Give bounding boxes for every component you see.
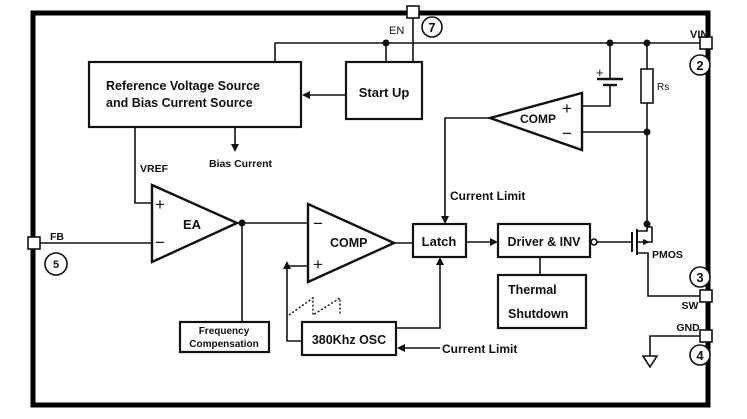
- pmos-label: PMOS: [652, 249, 683, 261]
- pin-vin-number: 2: [696, 58, 703, 73]
- pin-sw-label: SW: [682, 300, 699, 312]
- latch-block: [411, 222, 468, 259]
- osc-ramp-wire: [286, 266, 302, 342]
- ground-symbol-icon: [641, 355, 659, 369]
- ea-plus-sign: +: [155, 195, 165, 214]
- inverter-bubble: [590, 238, 598, 246]
- oscillator-block: [300, 320, 398, 357]
- vref-wire: [134, 127, 152, 204]
- pin-sw-pad[interactable]: [699, 289, 713, 303]
- frequency-compensation-block: [178, 320, 271, 354]
- pin-gnd-label: GND: [676, 322, 700, 334]
- arrow-head: [441, 216, 449, 224]
- pwm-comp-label: COMP: [330, 236, 368, 250]
- pin-fb-number: 5: [53, 259, 59, 271]
- reference-voltage-block: [87, 60, 303, 129]
- freq-comp-line2: Compensation: [189, 339, 258, 350]
- driver-inverter-block: [496, 222, 592, 259]
- pin-fb-number-circle: [44, 252, 68, 276]
- driver-label: Driver & INV: [508, 235, 582, 249]
- arrow-head: [436, 257, 444, 265]
- pin-fb-label: FB: [50, 231, 64, 243]
- current-comp-label: COMP: [520, 112, 556, 126]
- latch-current-limit-label: Current Limit: [450, 189, 525, 203]
- current-comp-minus-sign: −: [562, 124, 572, 143]
- pin-en-label: EN: [389, 25, 404, 37]
- vin-rail: [274, 42, 700, 62]
- pin-en-number-circle: [421, 16, 443, 38]
- freq-comp-line1: Frequency: [199, 326, 250, 337]
- rs-label: Rs: [657, 82, 669, 93]
- pin-gnd-number: 4: [696, 348, 704, 363]
- osc-current-limit-label: Current Limit: [442, 342, 517, 356]
- pin-fb-pad[interactable]: [27, 236, 41, 250]
- startup-label: Start Up: [359, 85, 410, 100]
- pin-vin-label: VIN: [690, 29, 708, 41]
- chip-boundary: [30, 10, 711, 408]
- reference-block-line2: and Bias Current Source: [106, 96, 253, 110]
- error-amplifier: [150, 183, 240, 264]
- osc-to-latch-wire: [396, 262, 441, 329]
- ea-minus-sign: −: [155, 233, 165, 252]
- arrow-head: [490, 238, 498, 246]
- pwm-comparator: [306, 202, 397, 284]
- pin-en-number: 7: [428, 20, 435, 35]
- current-limit-wire: [444, 117, 490, 219]
- battery-plus-sign: +: [596, 65, 604, 80]
- pin-sw-number-circle: [689, 266, 711, 288]
- battery-to-comp-wire: [582, 85, 611, 107]
- thermal-line2: Shutdown: [508, 307, 568, 321]
- oscillator-label: 380Khz OSC: [312, 333, 386, 347]
- current-limit-comparator: [485, 91, 584, 152]
- vref-label: VREF: [140, 163, 169, 175]
- thermal-line1: Thermal: [508, 283, 557, 297]
- startup-block: [344, 60, 424, 121]
- current-comp-plus-sign: +: [562, 99, 572, 118]
- gnd-wire: [649, 335, 700, 356]
- sense-resistor: [640, 68, 654, 104]
- thermal-shutdown-block: [496, 273, 588, 330]
- pin-vin-number-circle: [689, 54, 711, 76]
- reference-block-line1: Reference Voltage Source: [106, 79, 260, 93]
- sawtooth-waveform-icon: [288, 296, 341, 317]
- pin-en-pad[interactable]: [406, 5, 420, 19]
- ea-label: EA: [183, 217, 202, 232]
- pin-gnd-number-circle: [689, 344, 711, 366]
- pwm-comp-minus-sign: −: [313, 214, 323, 233]
- arrow-head: [397, 344, 405, 352]
- pin-gnd-pad[interactable]: [699, 329, 713, 343]
- pwm-comp-plus-sign: +: [313, 255, 323, 274]
- bias-current-label: Bias Current: [209, 158, 273, 170]
- latch-label: Latch: [422, 234, 457, 249]
- pmos-transistor: [631, 220, 700, 297]
- arrow-head: [302, 91, 310, 99]
- pin-sw-number: 3: [696, 270, 703, 285]
- arrow-head: [231, 144, 239, 152]
- pin-vin-pad[interactable]: [699, 36, 713, 50]
- arrow-head: [283, 261, 291, 269]
